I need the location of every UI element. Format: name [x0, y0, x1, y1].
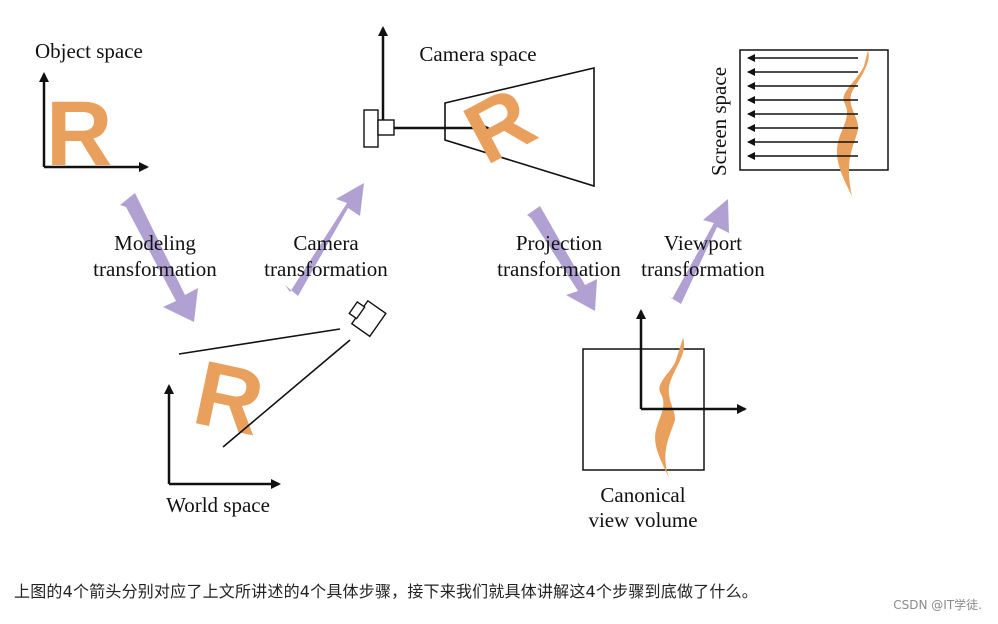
caption-text: 上图的4个箭头分别对应了上文所讲述的4个具体步骤，接下来我们就具体讲解这4个步骤…: [14, 582, 758, 601]
screen-warped-shape: [836, 50, 869, 196]
camera-lens-icon: [377, 119, 395, 136]
view-frustum-line-bottom: [222, 339, 351, 448]
world-space-panel: R World space: [164, 299, 387, 517]
world-camera-icon: [348, 299, 387, 338]
transformation-pipeline-diagram: Object space R Modeling transformation R…: [35, 26, 889, 532]
camera-space-label: Camera space: [419, 42, 536, 66]
camera-frustum: [444, 66, 595, 188]
object-space-panel: Object space R: [35, 39, 149, 185]
viewport-label-1: Viewport: [664, 231, 742, 255]
camera-label-2: transformation: [264, 257, 388, 281]
camera-body-icon: [363, 109, 379, 148]
modeling-arrow: [120, 193, 198, 322]
projection-arrow: [527, 206, 597, 311]
canonical-label-1: Canonical: [600, 483, 685, 507]
world-letter-r: R: [186, 342, 272, 456]
view-frustum-line-top: [178, 328, 341, 355]
camera-arrow: [285, 183, 364, 296]
camera-space-panel: Camera space R: [363, 26, 595, 188]
object-space-label: Object space: [35, 39, 143, 63]
object-letter-r: R: [46, 83, 112, 185]
screen-box: [739, 49, 889, 171]
modeling-label-1: Modeling: [114, 231, 196, 255]
screen-space-panel: Screen space: [707, 49, 889, 196]
watermark: CSDN @IT学徒.: [893, 598, 982, 612]
camera-label-1: Camera: [293, 231, 359, 255]
world-space-label: World space: [166, 493, 270, 517]
canonical-label-2: view volume: [588, 508, 697, 532]
screen-space-label: Screen space: [707, 67, 731, 176]
projection-label-1: Projection: [516, 231, 603, 255]
modeling-label-2: transformation: [93, 257, 217, 281]
camera-letter-r: R: [450, 69, 550, 183]
projection-label-2: transformation: [497, 257, 621, 281]
viewport-label-2: transformation: [641, 257, 765, 281]
canonical-view-volume-panel: Canonical view volume: [582, 309, 747, 532]
viewport-arrow: [668, 199, 729, 304]
scanline-arrows: [747, 54, 858, 160]
